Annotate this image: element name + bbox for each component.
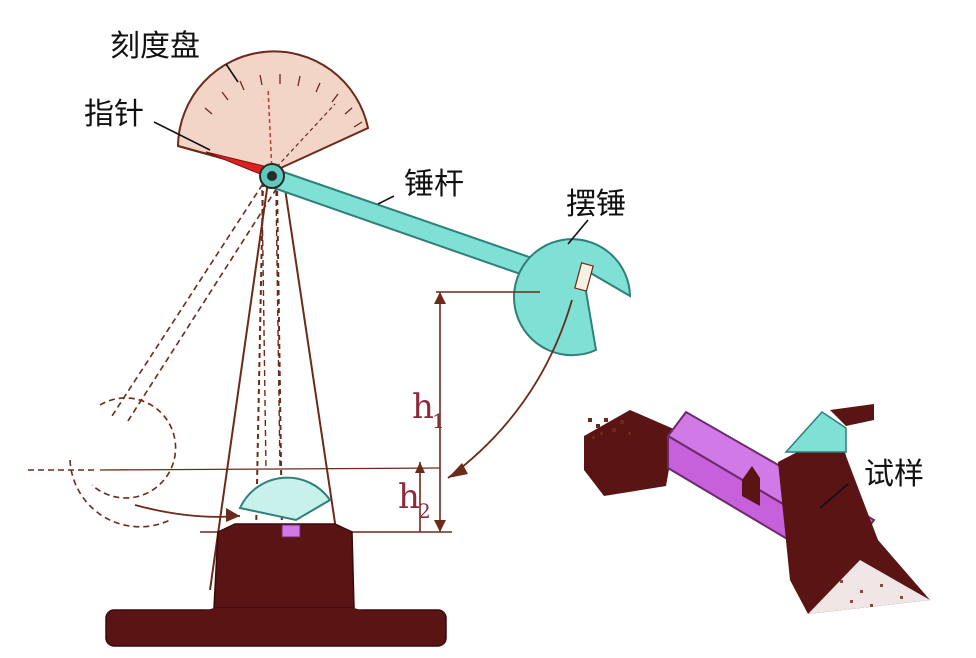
- rest-pendulum-rod: [261, 189, 281, 471]
- anvil-speckle-left: [588, 418, 631, 439]
- base: [105, 523, 447, 647]
- pivot: [259, 163, 285, 189]
- label-specimen: 试样: [864, 457, 924, 492]
- swing-back-pendulum: [28, 175, 283, 528]
- specimen-detail: [584, 404, 930, 614]
- swing-arrow: [134, 299, 573, 522]
- anvil-speckle-right: [840, 580, 903, 607]
- label-h1-sub: 1: [432, 409, 445, 433]
- label-h2-base: h: [398, 477, 420, 517]
- dial-scale: [204, 74, 363, 128]
- label-h2: h 2: [398, 477, 431, 523]
- leader-lines: [153, 63, 849, 509]
- label-h1: h 1: [412, 387, 445, 433]
- hammer-rod: [266, 166, 534, 278]
- base-specimen: [281, 524, 301, 538]
- pendulum-hammer: [513, 238, 632, 357]
- dial: [176, 50, 370, 174]
- label-dial: 刻度盘: [110, 29, 200, 64]
- label-h2-sub: 2: [418, 499, 431, 523]
- label-h1-base: h: [412, 387, 434, 427]
- label-pointer: 指针: [84, 97, 144, 132]
- label-pendulum-hammer: 摆锤: [566, 187, 626, 222]
- frame: [209, 181, 346, 591]
- label-hammer-rod: 锤杆: [404, 167, 464, 202]
